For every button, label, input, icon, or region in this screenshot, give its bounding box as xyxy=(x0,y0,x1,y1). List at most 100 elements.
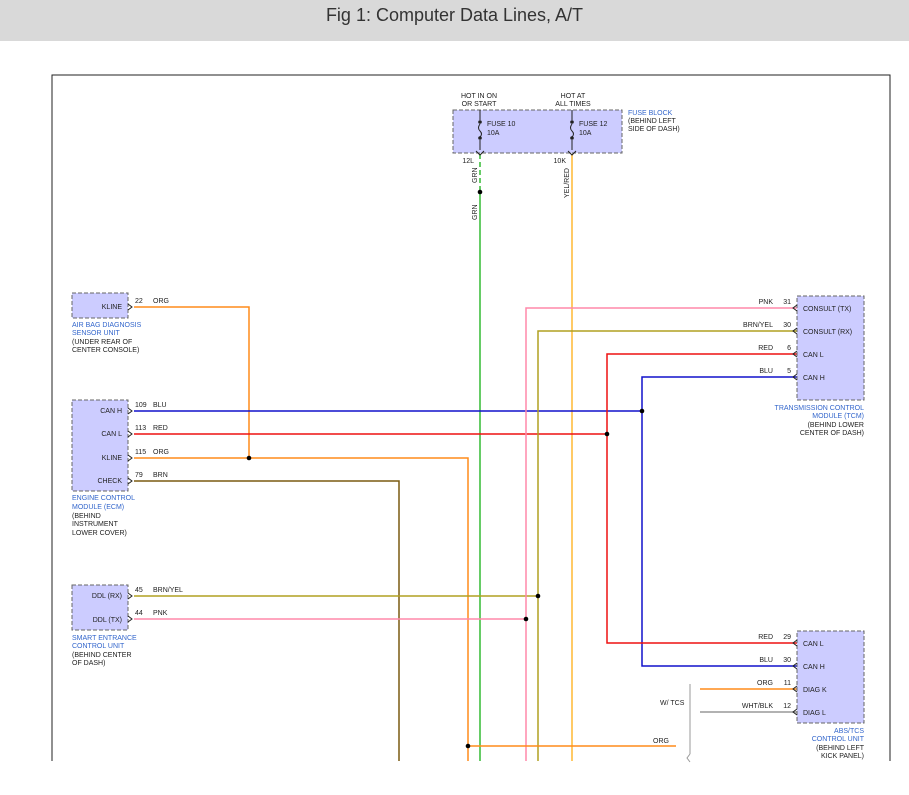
fuse10-terminal-top xyxy=(478,120,482,124)
sec-location2: OF DASH) xyxy=(72,660,105,667)
splice-kline xyxy=(246,455,252,461)
sec-ddl-tx-wire-color: PNK xyxy=(153,610,168,617)
ecm-pin-can-l: CAN L xyxy=(101,431,122,438)
engine-control-module: CAN H CAN L KLINE CHECK 109 BLU 113 RED … xyxy=(71,399,169,537)
fuse12-name: FUSE 12 xyxy=(579,121,608,128)
ecm-check-pin-number: 79 xyxy=(135,472,143,479)
tcm-connector-tx xyxy=(792,304,798,312)
ecm-location2: INSTRUMENT xyxy=(72,521,119,528)
wire-airbag-kline xyxy=(134,306,250,458)
fuse12-terminal-top xyxy=(570,120,574,124)
bottom-org-wire-color: ORG xyxy=(653,738,669,745)
abs-name2: CONTROL UNIT xyxy=(812,736,865,743)
tcm-can-h-wire-color: BLU xyxy=(759,368,773,375)
abs-pin-diag-k: DIAG K xyxy=(803,687,827,694)
fuse10-element xyxy=(478,123,482,138)
airbag-pin-kline: KLINE xyxy=(102,304,123,311)
tcm-box xyxy=(796,295,865,401)
tcm-consult-rx-pin-number: 30 xyxy=(783,322,791,329)
wtcs-label: W/ TCS xyxy=(660,700,685,707)
tcm-name2: MODULE (TCM) xyxy=(812,413,864,420)
title-bar: Fig 1: Computer Data Lines, A/T xyxy=(0,0,909,41)
ecm-can-h-pin-number: 109 xyxy=(135,402,147,409)
fuse-block-label: FUSE BLOCK xyxy=(628,110,673,117)
wire-can-l-tcm xyxy=(134,353,814,435)
fuse12-connector xyxy=(567,150,577,156)
tcm-consult-tx-pin-number: 31 xyxy=(783,299,791,306)
sec-box xyxy=(71,584,129,631)
abs-can-l-wire-color: RED xyxy=(758,634,773,641)
ecm-pin-can-h: CAN H xyxy=(100,408,122,415)
airbag-location1: (UNDER REAR OF xyxy=(72,339,132,346)
fuse12-hot-label2: ALL TIMES xyxy=(555,101,591,108)
tcm-pin-consult-tx: CONSULT (TX) xyxy=(803,306,851,313)
abs-can-h-pin-number: 30 xyxy=(783,657,791,664)
wire-can-h-abs xyxy=(641,411,814,667)
splice-dots xyxy=(246,189,645,749)
tcm-connector-can-h xyxy=(792,373,798,381)
sec-location1: (BEHIND CENTER xyxy=(72,652,132,659)
tcm-connector-can-l xyxy=(792,350,798,358)
fuse10-terminal: 12L xyxy=(462,158,474,165)
ecm-connector-check xyxy=(127,477,133,485)
ecm-box xyxy=(71,399,129,492)
wire-can-h-tcm xyxy=(134,376,814,412)
splice-can-l xyxy=(604,431,610,437)
tcm-consult-rx-wire-color: BRN/YEL xyxy=(743,322,773,329)
fuse10-rating: 10A xyxy=(487,130,500,137)
wire-label-grn-lower: GRN xyxy=(472,204,479,220)
fuse12-hot-label1: HOT AT xyxy=(561,93,586,100)
abs-can-l-pin-number: 29 xyxy=(783,634,791,641)
ecm-can-h-wire-color: BLU xyxy=(153,402,167,409)
abs-connector-can-l xyxy=(792,639,798,647)
sec-ddl-rx-pin-number: 45 xyxy=(135,587,143,594)
wire-label-yel-red: YEL/RED xyxy=(564,168,571,198)
abs-tcs-control-unit: CAN L CAN H DIAG K DIAG L 29 RED 30 BLU … xyxy=(742,630,865,760)
tcm-consult-tx-wire-color: PNK xyxy=(759,299,774,306)
fuse10-name: FUSE 10 xyxy=(487,121,516,128)
abs-diag-l-pin-number: 12 xyxy=(783,703,791,710)
tcm-can-h-pin-number: 5 xyxy=(787,368,791,375)
fuse12-terminal: 10K xyxy=(554,158,567,165)
ecm-can-l-pin-number: 113 xyxy=(135,425,146,432)
ecm-kline-wire-color: ORG xyxy=(153,449,169,456)
abs-diag-k-pin-number: 11 xyxy=(784,680,791,687)
fuse12-terminal-bottom xyxy=(570,136,574,140)
sec-pin-ddl-tx: DDL (TX) xyxy=(93,617,122,624)
tcm-pin-consult-rx: CONSULT (RX) xyxy=(803,329,852,336)
tcm-location2: CENTER OF DASH) xyxy=(800,430,864,437)
abs-location1: (BEHIND LEFT xyxy=(816,745,865,752)
tcm-can-l-wire-color: RED xyxy=(758,345,773,352)
tcm-connector-rx xyxy=(792,327,798,335)
wire-can-l-abs xyxy=(606,434,814,644)
fuse-block-location1: (BEHIND LEFT xyxy=(628,118,677,125)
abs-pin-can-l: CAN L xyxy=(803,641,824,648)
abs-location2: KICK PANEL) xyxy=(821,753,864,760)
splice-bottom-org xyxy=(465,743,471,749)
tcm-name1: TRANSMISSION CONTROL xyxy=(775,405,865,412)
wire-label-grn-upper: GRN xyxy=(472,167,479,183)
tcm-pin-can-h: CAN H xyxy=(803,375,825,382)
abs-pin-diag-l: DIAG L xyxy=(803,710,826,717)
ecm-location1: (BEHIND xyxy=(72,513,101,520)
ecm-connector-kline xyxy=(127,454,133,462)
abs-connector-diag-l xyxy=(792,708,798,716)
airbag-sensor-unit: KLINE 22 ORG AIR BAG DIAGNOSIS SENSOR UN… xyxy=(71,292,169,354)
transmission-control-module: CONSULT (TX) CONSULT (RX) CAN L CAN H 31… xyxy=(743,295,865,437)
abs-diag-l-wire-color: WHT/BLK xyxy=(742,703,773,710)
abs-diag-k-wire-color: ORG xyxy=(757,680,773,687)
airbag-location2: CENTER CONSOLE) xyxy=(72,347,139,354)
wtcs-bracket-end xyxy=(686,753,691,763)
wire-ecm-kline xyxy=(134,457,469,761)
fuse10-hot-label1: HOT IN ON xyxy=(461,93,497,100)
fuse-block-location2: SIDE OF DASH) xyxy=(628,126,680,133)
abs-name1: ABS/TCS xyxy=(834,728,864,735)
ecm-pin-kline: KLINE xyxy=(102,455,123,462)
airbag-name2: SENSOR UNIT xyxy=(72,330,121,337)
sec-ddl-rx-wire-color: BRN/YEL xyxy=(153,587,183,594)
airbag-name1: AIR BAG DIAGNOSIS xyxy=(72,322,142,329)
abs-box xyxy=(796,630,865,724)
ecm-check-wire-color: BRN xyxy=(153,472,168,479)
airbag-connector xyxy=(127,303,133,311)
